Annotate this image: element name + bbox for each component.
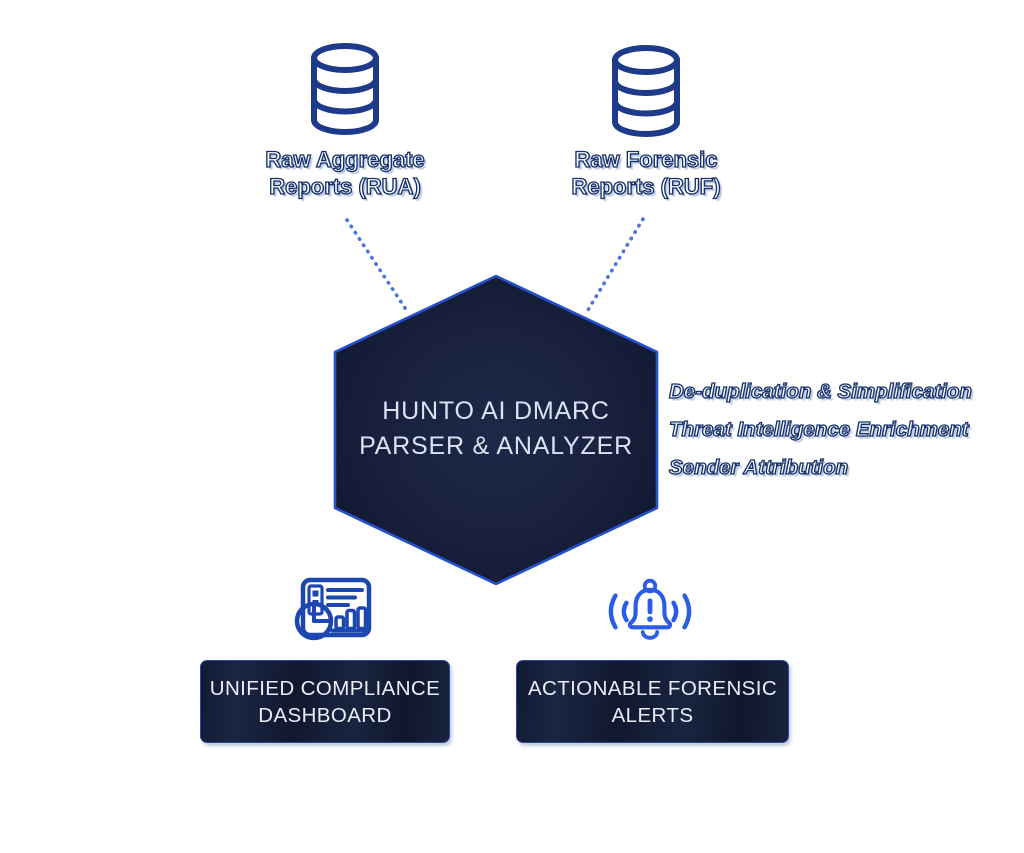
output-box-forensic-alerts: ACTIONABLE FORENSIC ALERTS bbox=[516, 660, 789, 743]
processor-title: HUNTO AI DMARC PARSER & ANALYZER bbox=[331, 394, 661, 464]
compliance-dashboard-icon bbox=[294, 577, 372, 641]
processor-hexagon bbox=[333, 274, 659, 586]
database-icon bbox=[311, 43, 379, 136]
processor-title-line1: HUNTO AI DMARC bbox=[382, 397, 610, 425]
output-alerts-line2: ALERTS bbox=[611, 703, 694, 727]
feature-deduplication: De-duplication & Simplification bbox=[668, 379, 972, 403]
source-label-ruf-line2: Reports (RUF) bbox=[571, 173, 721, 199]
output-box-compliance-dashboard: UNIFIED COMPLIANCE DASHBOARD bbox=[200, 660, 450, 743]
database-icon bbox=[612, 45, 680, 138]
output-alerts-line1: ACTIONABLE FORENSIC bbox=[527, 676, 778, 700]
output-box-compliance-label: UNIFIED COMPLIANCE DASHBOARD bbox=[210, 675, 440, 729]
source-label-rua-line1: Raw Aggregate bbox=[265, 146, 426, 172]
feature-list: De-duplication & Simplification Threat I… bbox=[668, 379, 972, 493]
source-label-ruf: Raw Forensic Reports (RUF) bbox=[536, 146, 756, 200]
source-label-ruf-line1: Raw Forensic bbox=[574, 146, 718, 172]
processor-title-line2: PARSER & ANALYZER bbox=[359, 432, 633, 460]
output-box-alerts-label: ACTIONABLE FORENSIC ALERTS bbox=[528, 675, 777, 729]
feature-threat-intel: Threat Intelligence Enrichment bbox=[668, 417, 969, 441]
source-label-rua: Raw Aggregate Reports (RUA) bbox=[235, 146, 455, 200]
output-compliance-line2: DASHBOARD bbox=[258, 703, 392, 727]
feature-sender-attribution: Sender Attribution bbox=[668, 455, 849, 479]
forensic-alert-bell-icon bbox=[608, 578, 692, 640]
output-compliance-line1: UNIFIED COMPLIANCE bbox=[209, 676, 441, 700]
source-label-rua-line2: Reports (RUA) bbox=[269, 173, 422, 199]
